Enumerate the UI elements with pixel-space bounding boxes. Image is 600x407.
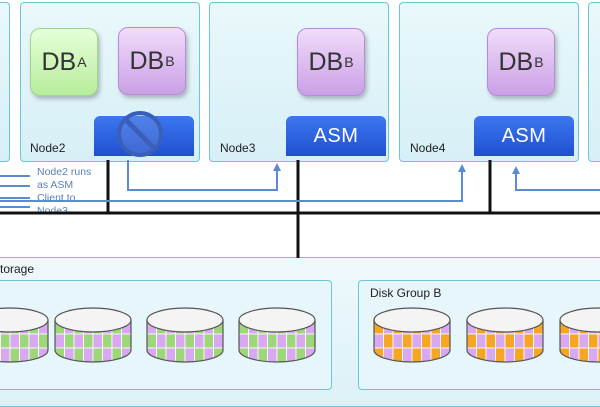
db-b-main: DB	[308, 47, 344, 76]
db-a-main: DB	[41, 47, 77, 76]
disk-group-b-disk-2	[466, 307, 544, 363]
asm-node4: ASM	[474, 116, 574, 156]
annotation-line-1: Node2 runs	[37, 166, 92, 178]
asm-label: ASM	[501, 124, 547, 147]
db-b-sub: B	[165, 53, 175, 69]
db-a-sub: A	[77, 54, 87, 70]
disk-group-a-disk-4	[238, 307, 316, 363]
client-connection-arrows	[0, 160, 600, 208]
db-b-sub: B	[344, 54, 354, 70]
interconnect-lines	[0, 160, 600, 258]
asm-node3: ASM	[286, 116, 386, 156]
disk-group-b-label: Disk Group B	[370, 286, 442, 300]
node-3-label: Node3	[220, 141, 256, 155]
disk-group-b-disk-1	[373, 307, 451, 363]
annotation-line-2: as ASM	[37, 179, 74, 191]
db-b-main: DB	[498, 47, 534, 76]
db-b-main: DB	[129, 46, 165, 75]
asm-label: ASM	[313, 124, 359, 147]
node-4-label: Node4	[410, 141, 446, 155]
storage-label: torage	[0, 262, 35, 276]
db-b-sub: B	[534, 54, 544, 70]
node-5-partial	[588, 2, 600, 162]
disk-group-b-disk-3	[559, 307, 600, 363]
disks-layer	[0, 307, 600, 363]
disk-group-a-disk-2	[54, 307, 132, 363]
node-1-partial	[0, 2, 10, 162]
prohibited-icon	[117, 111, 163, 157]
node-2-label: Node2	[30, 141, 66, 155]
disk-group-a-disk-3	[146, 307, 224, 363]
disk-group-a-disk-1	[0, 307, 49, 363]
failover-annotation: Node2 runs as ASM Client to Node3	[37, 166, 91, 218]
